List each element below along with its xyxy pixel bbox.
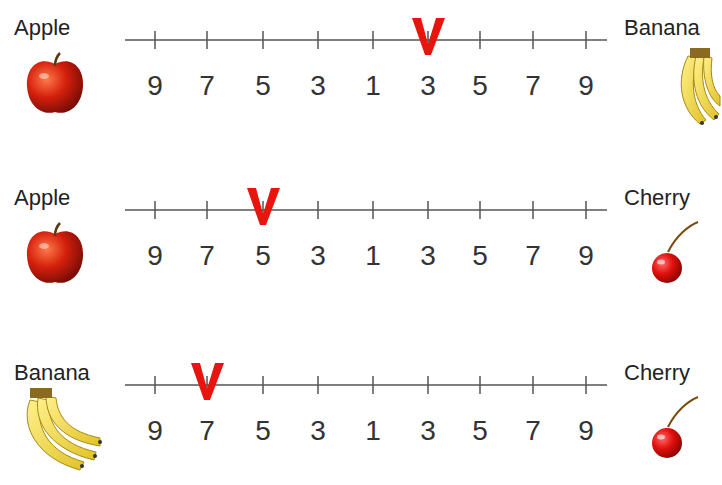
scale-number: 5 — [255, 416, 271, 447]
scale-line — [125, 31, 607, 49]
cherry-icon — [652, 397, 698, 458]
banana-icon — [27, 388, 102, 470]
scale-number: 5 — [472, 416, 488, 447]
scale-number: 3 — [420, 71, 436, 102]
scale-number: 9 — [147, 241, 163, 272]
banana-icon — [681, 48, 720, 125]
scale-number: 7 — [525, 71, 541, 102]
scale-number: 7 — [525, 241, 541, 272]
cherry-icon — [652, 222, 698, 283]
apple-icon — [27, 53, 83, 113]
scale-number: 5 — [472, 71, 488, 102]
choice-mark — [412, 18, 445, 55]
scale-number: 3 — [420, 241, 436, 272]
scale-number: 7 — [199, 71, 215, 102]
scale-number: 9 — [578, 241, 594, 272]
scale-number: 7 — [199, 241, 215, 272]
scale-number: 3 — [420, 416, 436, 447]
choice-mark — [247, 188, 280, 225]
item-name: Cherry — [624, 361, 690, 385]
item-name: Banana — [14, 361, 90, 385]
scale-number: 9 — [147, 416, 163, 447]
scale-number: 3 — [310, 416, 326, 447]
scale-line — [125, 201, 607, 219]
scale-number: 7 — [525, 416, 541, 447]
scale-number: 5 — [255, 241, 271, 272]
item-name: Banana — [624, 16, 700, 40]
scale-number: 1 — [365, 71, 381, 102]
scale-number: 9 — [578, 71, 594, 102]
item-name: Apple — [14, 186, 70, 210]
scale-number: 9 — [147, 71, 163, 102]
scale-number: 1 — [365, 241, 381, 272]
scale-number: 9 — [578, 416, 594, 447]
item-name: Cherry — [624, 186, 690, 210]
item-name: Apple — [14, 16, 70, 40]
scale-number: 7 — [199, 416, 215, 447]
scale-number: 3 — [310, 71, 326, 102]
scale-number: 5 — [255, 71, 271, 102]
scale-number: 1 — [365, 416, 381, 447]
scale-number: 5 — [472, 241, 488, 272]
choice-mark — [191, 363, 224, 400]
apple-icon — [27, 223, 83, 283]
scale-number: 3 — [310, 241, 326, 272]
